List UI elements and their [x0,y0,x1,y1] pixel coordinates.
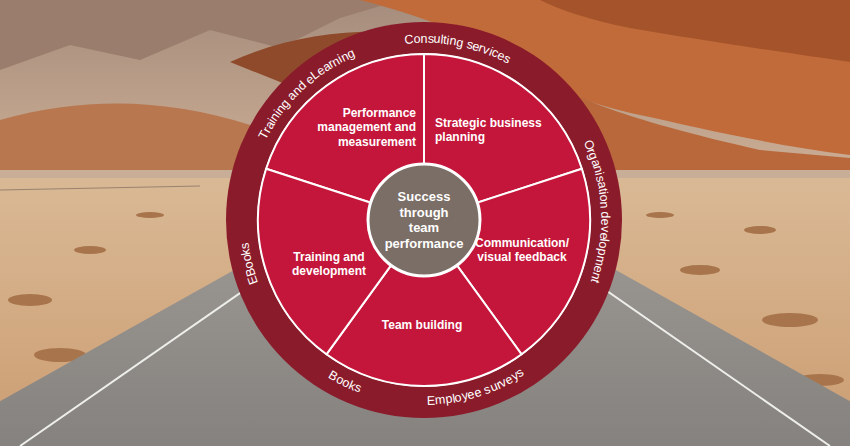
ring-label: Books [325,368,366,396]
ring-letter: o [413,33,420,46]
segment-label: Strategic business planning [435,116,543,145]
ring-letter: s [427,33,434,46]
ring-letter: m [434,394,445,407]
segment-label: Training and development [284,250,374,279]
ring-letter: g [455,36,464,50]
ring-letter: C [404,33,414,46]
segment-label: Communication/ visual feedback [472,236,572,265]
ring-label: Training and eLearning [256,46,359,143]
ring-label: Employee surveys [423,365,529,409]
ring-letter: e [599,219,612,226]
center-circle: Success through team performance [226,22,622,418]
ring-letter: v [598,226,611,233]
segment-label: Performance management and measurement [306,106,416,149]
ring-letter: n [598,201,611,209]
ring-label: Organisation development [581,137,613,289]
outer-ring [226,22,622,418]
ring-label: Consulting services [401,31,515,67]
ring-letter [598,208,611,212]
center-label: Success through team performance [384,189,465,251]
fence [0,186,200,190]
center-disc [368,164,480,276]
ring-letter: E [426,394,435,407]
ring-label: EBooks [237,238,262,289]
service-ring: Performance management and measurement St… [226,22,622,418]
ring-letter: u [433,33,441,46]
ring-letter: n [421,33,428,46]
dune-shadow [540,0,850,62]
inner-disc [258,54,590,386]
ring-letter: s [238,242,251,250]
segment-label: Team building [367,318,477,332]
ring-letter: d [599,212,612,219]
